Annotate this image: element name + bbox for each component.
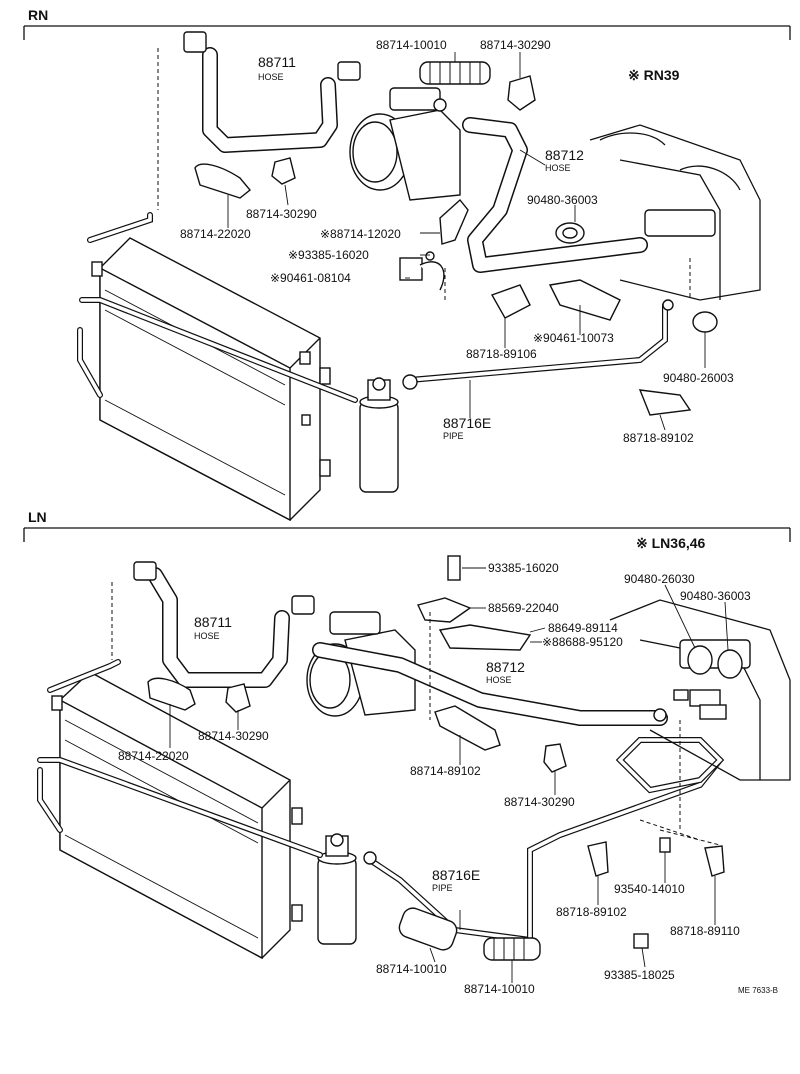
rn-label-88714-22020: 88714-22020	[180, 227, 251, 241]
rn-label-90480-36003: 90480-36003	[527, 193, 598, 207]
ln-label-88712-sub: HOSE	[486, 675, 512, 685]
ln-label-88688-95120: ※88688-95120	[542, 635, 623, 649]
rn-label-88712: 88712	[545, 147, 584, 163]
ln-variant-note: ※ LN36,46	[636, 535, 706, 551]
ln-label-90480-26030: 90480-26030	[624, 572, 695, 586]
rn-section-header: RN	[23, 7, 791, 40]
ln-pipes	[37, 659, 725, 944]
ln-drawing: 93385-16020 90480-26030 90480-36003 8871…	[37, 555, 791, 996]
rn-label-88714-12020: ※88714-12020	[320, 227, 401, 241]
rn-label-88718-89102: 88718-89102	[623, 431, 694, 445]
ln-section-title: LN	[28, 509, 47, 525]
ln-receiver-drier	[317, 833, 357, 945]
rn-label-88712-sub: HOSE	[545, 163, 571, 173]
ln-section-header: LN	[23, 509, 791, 542]
ln-label-88714-10010-a: 88714-10010	[376, 962, 447, 976]
rn-hose-88712	[462, 117, 648, 273]
ln-engine-block	[609, 599, 791, 781]
rn-compressor	[349, 87, 461, 201]
ln-label-93540-14010: 93540-14010	[614, 882, 685, 896]
ln-label-88649-89114: 88649-89114	[548, 621, 618, 635]
ln-hose-88711	[133, 561, 315, 688]
ln-label-88711-sub: HOSE	[194, 631, 220, 641]
rn-label-88716e: 88716E	[443, 415, 491, 431]
ln-leader-lines	[169, 567, 729, 983]
rn-labels: 88711 HOSE 88714-10010 88714-30290 88712…	[180, 38, 734, 445]
rn-small-parts	[194, 61, 718, 416]
rn-label-93385-16020: ※93385-16020	[288, 248, 369, 262]
rn-label-88714-30290-b: 88714-30290	[246, 207, 317, 221]
ln-label-93385-16020: 93385-16020	[488, 561, 559, 575]
ln-label-90480-36003: 90480-36003	[680, 589, 751, 603]
ln-hose-88712	[312, 642, 668, 726]
rn-condenser	[91, 237, 331, 522]
ln-label-88714-89102: 88714-89102	[410, 764, 481, 778]
ln-small-parts	[147, 555, 725, 961]
rn-label-88711-sub: HOSE	[258, 72, 284, 82]
rn-pipes	[77, 212, 668, 403]
ln-labels: 93385-16020 90480-26030 90480-36003 8871…	[118, 561, 751, 996]
drawing-reference: ME 7633-B	[738, 986, 778, 995]
ln-label-88711: 88711	[194, 614, 232, 630]
ln-label-88714-30290-a: 88714-30290	[198, 729, 269, 743]
rn-leader-lines	[227, 52, 706, 431]
rn-variant-note: ※ RN39	[628, 67, 680, 83]
rn-engine-block	[589, 124, 761, 301]
ln-label-93385-18025: 93385-18025	[604, 968, 675, 982]
ln-label-88714-22020: 88714-22020	[118, 749, 189, 763]
rn-label-88711: 88711	[258, 54, 296, 70]
rn-label-88714-10010: 88714-10010	[376, 38, 447, 52]
ln-label-88569-22040: 88569-22040	[488, 601, 559, 615]
ln-condenser	[51, 671, 303, 960]
ln-label-88714-10010-b: 88714-10010	[464, 982, 535, 996]
ln-label-88718-89102: 88718-89102	[556, 905, 627, 919]
ln-label-88718-89110: 88718-89110	[670, 924, 740, 938]
rn-label-88716e-sub: PIPE	[443, 431, 464, 441]
rn-section-title: RN	[28, 7, 48, 23]
rn-label-90480-26003: 90480-26003	[663, 371, 734, 385]
rn-hose-88711	[183, 31, 361, 153]
rn-label-88714-30290-a: 88714-30290	[480, 38, 551, 52]
rn-drawing: 88711 HOSE 88714-10010 88714-30290 88712…	[77, 31, 761, 522]
ln-label-88716e: 88716E	[432, 867, 480, 883]
rn-receiver-drier	[359, 377, 399, 493]
rn-label-90461-08104: ※90461-08104	[270, 271, 351, 285]
ln-label-88712: 88712	[486, 659, 525, 675]
ln-label-88714-30290-b: 88714-30290	[504, 795, 575, 809]
ln-label-88716e-sub: PIPE	[432, 883, 453, 893]
rn-label-90461-10073: ※90461-10073	[533, 331, 614, 345]
rn-label-88718-89106: 88718-89106	[466, 347, 537, 361]
